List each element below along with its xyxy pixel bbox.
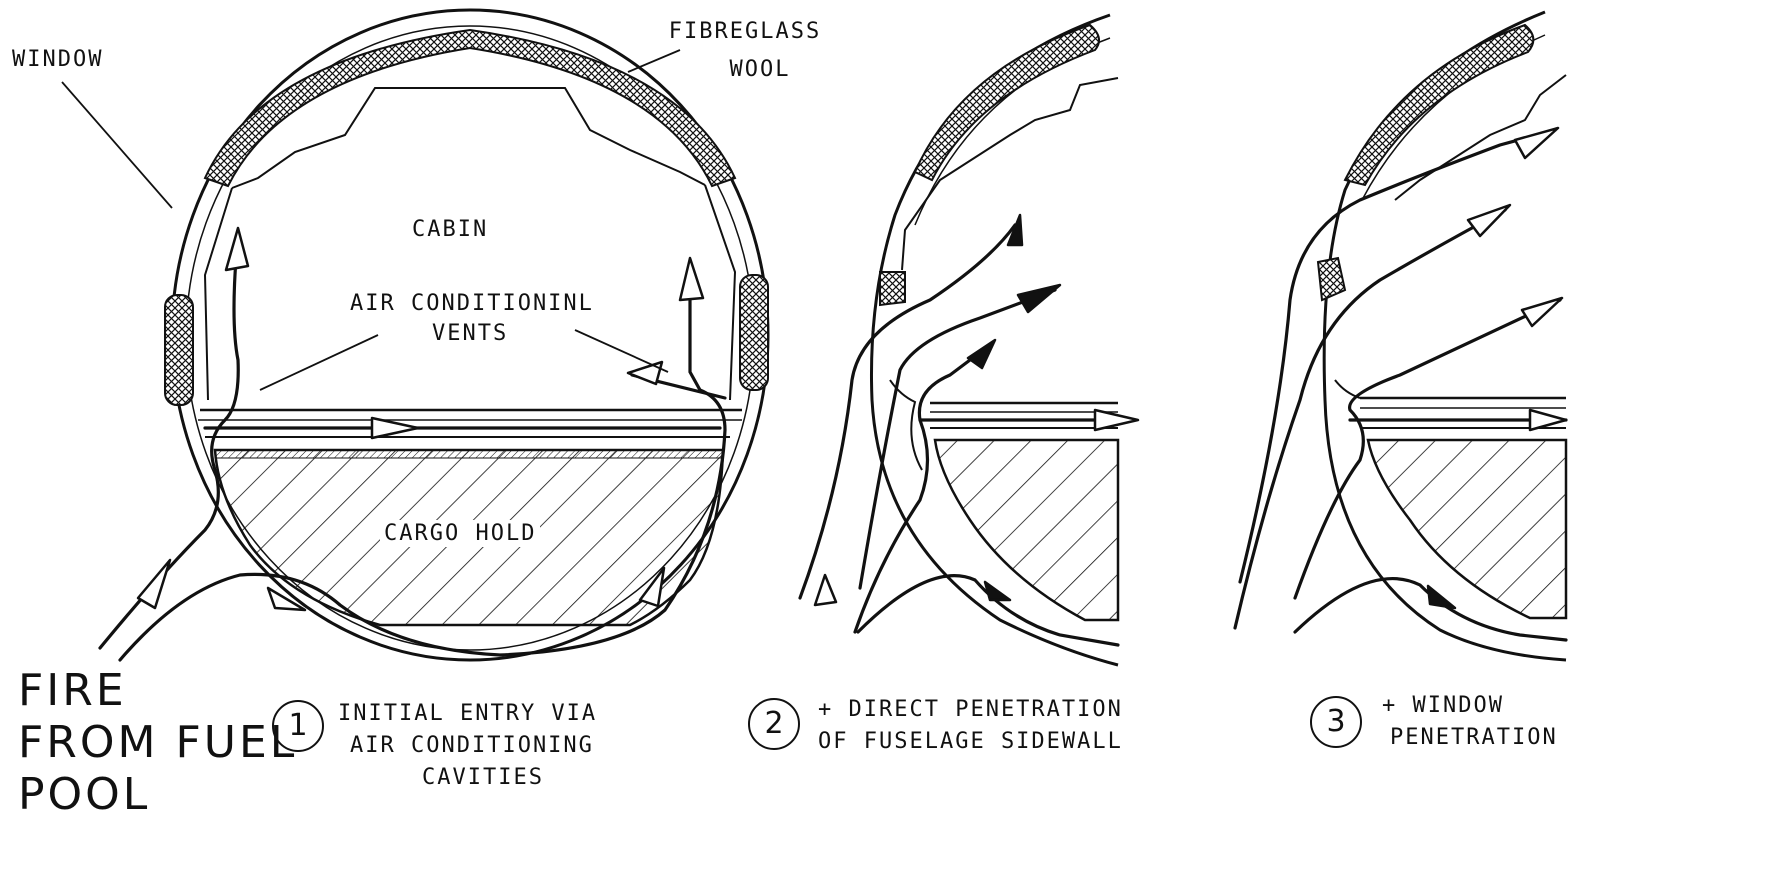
- panel-3-cargo-liner: [1368, 440, 1566, 618]
- right-sidewall: [705, 185, 735, 400]
- arrowhead: [628, 362, 662, 384]
- ac-vents-label-line1: AIR CONDITIONINL: [350, 292, 594, 315]
- panel-2-window-block: [880, 272, 905, 305]
- ac-vents-leader-right: [575, 330, 668, 372]
- fire-label-line2: FROM FUEL: [18, 720, 297, 766]
- cargo-hold-label: CARGO HOLD: [380, 520, 540, 547]
- cargo-hold-liner-fine: [215, 450, 723, 458]
- fibreglass-leader: [628, 50, 680, 72]
- arrowhead: [226, 228, 248, 270]
- caption-3-line2: PENETRATION: [1390, 726, 1558, 749]
- left-window-insulation: [165, 295, 193, 405]
- fibreglass-label-line1: FIBREGLASS: [660, 20, 830, 43]
- left-sidewall: [205, 188, 232, 400]
- caption-1-number: 1: [272, 700, 324, 752]
- panel-3-fuselage: [1318, 12, 1566, 660]
- caption-2-line1: + DIRECT PENETRATION: [818, 698, 1123, 721]
- window-leader: [62, 82, 172, 208]
- caption-1-line2: AIR CONDITIONING: [350, 734, 594, 757]
- arrowhead: [1522, 298, 1562, 326]
- fire-label-line1: FIRE: [18, 668, 127, 714]
- panel-3-insulation: [1345, 25, 1533, 185]
- arrowhead: [968, 340, 995, 368]
- cabin-label: CABIN: [412, 218, 488, 241]
- caption-2-line2: OF FUSELAGE SIDEWALL: [818, 730, 1123, 753]
- arrowhead: [138, 560, 170, 608]
- arrowhead: [1515, 128, 1558, 158]
- caption-3-line1: + WINDOW: [1382, 694, 1504, 717]
- window-label: WINDOW: [12, 48, 103, 71]
- arrowhead: [680, 258, 703, 300]
- caption-3-number: 3: [1310, 696, 1362, 748]
- leader-lines: [62, 50, 680, 390]
- fibreglass-label-line2: WOOL: [690, 58, 830, 81]
- panel-2-insulation: [915, 25, 1099, 180]
- caption-2-number: 2: [748, 698, 800, 750]
- caption-1-line1: INITIAL ENTRY VIA: [338, 702, 597, 725]
- arrowhead: [1018, 285, 1060, 312]
- fire-label-line3: POOL: [18, 772, 150, 818]
- arrowhead: [1468, 205, 1510, 236]
- ac-vents-leader-left: [260, 335, 378, 390]
- panel-3-window-block: [1318, 258, 1345, 300]
- arrowhead: [372, 418, 418, 438]
- insulation-blanket: [205, 30, 735, 186]
- caption-1-line3: CAVITIES: [422, 766, 544, 789]
- ac-vents-label-line2: VENTS: [432, 322, 508, 345]
- arrowhead: [815, 575, 836, 605]
- arrowhead: [985, 582, 1010, 600]
- arrowhead: [1428, 586, 1455, 608]
- right-window-insulation: [740, 275, 768, 390]
